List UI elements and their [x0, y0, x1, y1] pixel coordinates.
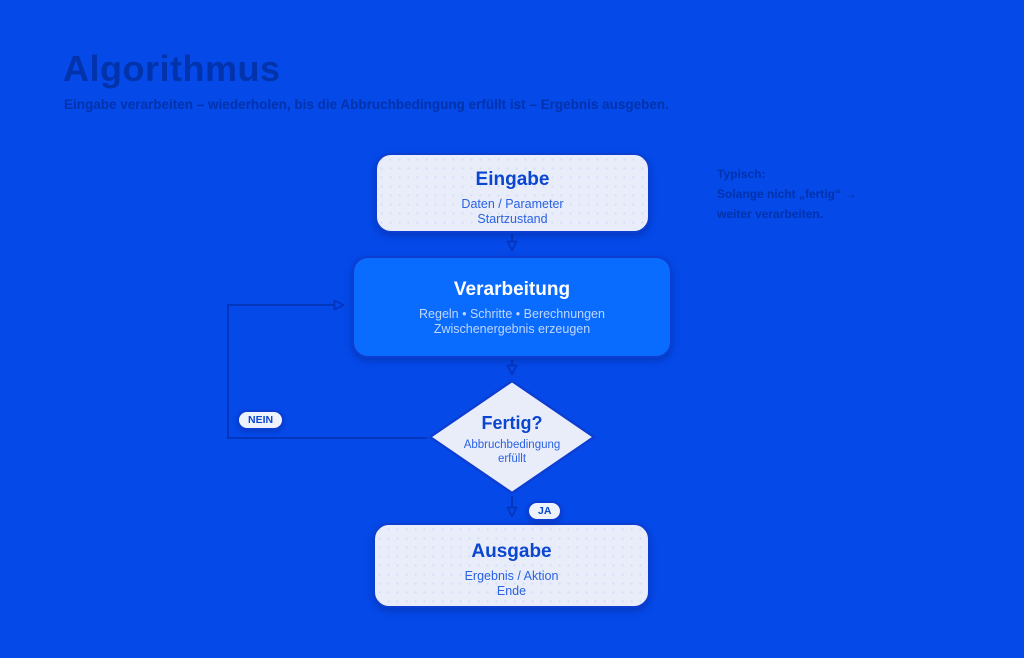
- node-title-ausgabe: Ausgabe: [471, 541, 552, 562]
- node-line: Regeln • Schritte • Berechnungen: [419, 307, 605, 321]
- node-line: Ende: [496, 584, 527, 598]
- flow-node-verarbeitung: Verarbeitung Regeln • Schritte • Berechn…: [352, 256, 672, 358]
- node-line: Ergebnis / Aktion: [464, 569, 559, 583]
- node-title-fertig: Fertig?: [481, 412, 543, 433]
- node-body-verarbeitung: Regeln • Schritte • Berechnungen Zwische…: [354, 307, 670, 337]
- node-line: Abbruchbedingung: [463, 438, 561, 451]
- node-line: Abbruchbedingung erfüllt: [464, 438, 561, 466]
- flow-node-ausgabe: Ausgabe Ergebnis / Aktion Ende: [373, 523, 650, 608]
- page-subtitle: Eingabe verarbeiten – wiederholen, bis d…: [64, 97, 669, 112]
- side-note-line: Typisch:: [717, 167, 766, 181]
- diamond-shape: [428, 379, 596, 495]
- node-line: Startzustand: [477, 212, 548, 226]
- flow-node-eingabe: Eingabe Daten / Parameter Startzustand: [375, 153, 650, 233]
- side-note: Typisch: Solange nicht „fertig“ → weiter…: [717, 164, 856, 224]
- page-title: Algorithmus: [63, 48, 281, 89]
- node-body-fertig: Fertig? Abbruchbedingung erfüllt: [427, 379, 597, 495]
- side-note-line: Solange nicht „fertig“ →: [717, 187, 857, 201]
- node-body-eingabe: Daten / Parameter Startzustand: [377, 197, 648, 227]
- edge-label-ja: JA: [527, 501, 563, 521]
- flow-node-fertig-decision: Fertig? Abbruchbedingung erfüllt: [427, 379, 597, 495]
- edge-label-nein: NEIN: [237, 410, 285, 430]
- node-line: Daten / Parameter: [461, 197, 564, 211]
- node-line: Zwischenergebnis erzeugen: [433, 322, 591, 336]
- node-title-verarbeitung: Verarbeitung: [453, 279, 571, 300]
- side-note-line: weiter verarbeiten.: [717, 207, 824, 221]
- node-title-eingabe: Eingabe: [475, 169, 550, 190]
- node-body-ausgabe: Ergebnis / Aktion Ende: [375, 569, 648, 599]
- node-line: erfüllt: [497, 452, 527, 465]
